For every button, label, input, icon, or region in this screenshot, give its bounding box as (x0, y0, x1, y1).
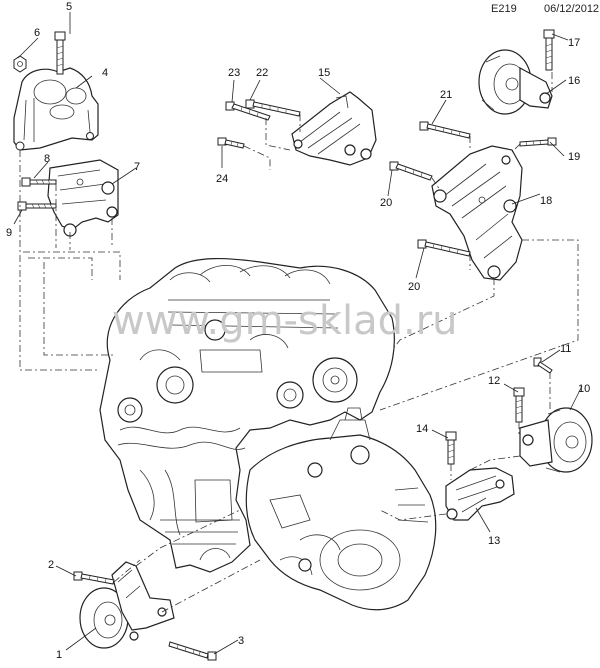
callout-21: 21 (440, 89, 452, 101)
bracket-part-18 (431, 145, 523, 281)
bracket-part-15 (291, 91, 377, 166)
callout-6: 6 (34, 27, 40, 39)
callout-1: 1 (56, 649, 62, 661)
bracket-part-7 (47, 159, 119, 237)
bolt-part-12 (513, 387, 525, 423)
bolt-part-20-lower (417, 239, 471, 257)
callout-4: 4 (102, 67, 108, 79)
callout-7: 7 (134, 161, 140, 173)
callout-11: 11 (560, 343, 571, 355)
bolt-part-20-upper (389, 161, 433, 181)
bolt-part-11 (533, 357, 553, 374)
callout-3: 3 (238, 635, 244, 647)
gearbox-assembly (245, 407, 437, 611)
callout-2: 2 (48, 559, 54, 571)
callout-15: 15 (318, 67, 330, 79)
callout-8: 8 (44, 153, 50, 165)
bolt-part-24 (217, 137, 245, 149)
callout-19: 19 (568, 151, 580, 163)
bolt-part-2 (73, 571, 115, 585)
bolt-part-9 (17, 201, 57, 211)
callout-10: 10 (578, 383, 590, 395)
bolt-part-22 (245, 99, 301, 117)
nut-part-6 (13, 55, 27, 73)
bolt-part-5 (54, 31, 66, 75)
callout-labels: 5 6 4 7 8 9 23 22 15 24 17 16 19 21 18 2… (6, 1, 590, 661)
callout-24: 24 (216, 173, 228, 185)
engine-mount-part-16 (478, 49, 553, 115)
callout-leader-lines (13, 12, 583, 655)
callout-12: 12 (488, 375, 500, 387)
bolt-part-14 (445, 431, 457, 465)
callout-5: 5 (66, 1, 72, 13)
callout-9: 9 (6, 227, 12, 239)
bolt-part-23 (225, 101, 271, 121)
bracket-part-13 (445, 467, 515, 521)
callout-22: 22 (256, 67, 268, 79)
callout-20-upper: 20 (380, 197, 392, 209)
callout-14: 14 (416, 423, 428, 435)
diagram-date: 06/12/2012 (544, 3, 600, 15)
callout-13: 13 (488, 535, 500, 547)
engine-mount-part-4 (13, 67, 99, 151)
callout-18: 18 (540, 195, 552, 207)
bolt-part-21 (419, 121, 471, 139)
callout-17: 17 (568, 37, 580, 49)
callout-23: 23 (228, 67, 240, 79)
callout-16: 16 (568, 75, 580, 87)
engine-mount-part-10 (519, 407, 593, 473)
assembly-dashed-lines (19, 72, 579, 613)
bolt-part-3 (168, 641, 217, 661)
watermark-text: www.gm-sklad.ru (112, 298, 458, 344)
diagram-code: E219 (491, 3, 517, 15)
callout-20-lower: 20 (408, 281, 420, 293)
bolt-part-8 (21, 177, 57, 187)
engine-assembly (99, 258, 395, 573)
bolt-part-19 (519, 137, 557, 147)
bolt-part-17 (543, 29, 555, 71)
engine-mount-part-1 (79, 561, 175, 649)
